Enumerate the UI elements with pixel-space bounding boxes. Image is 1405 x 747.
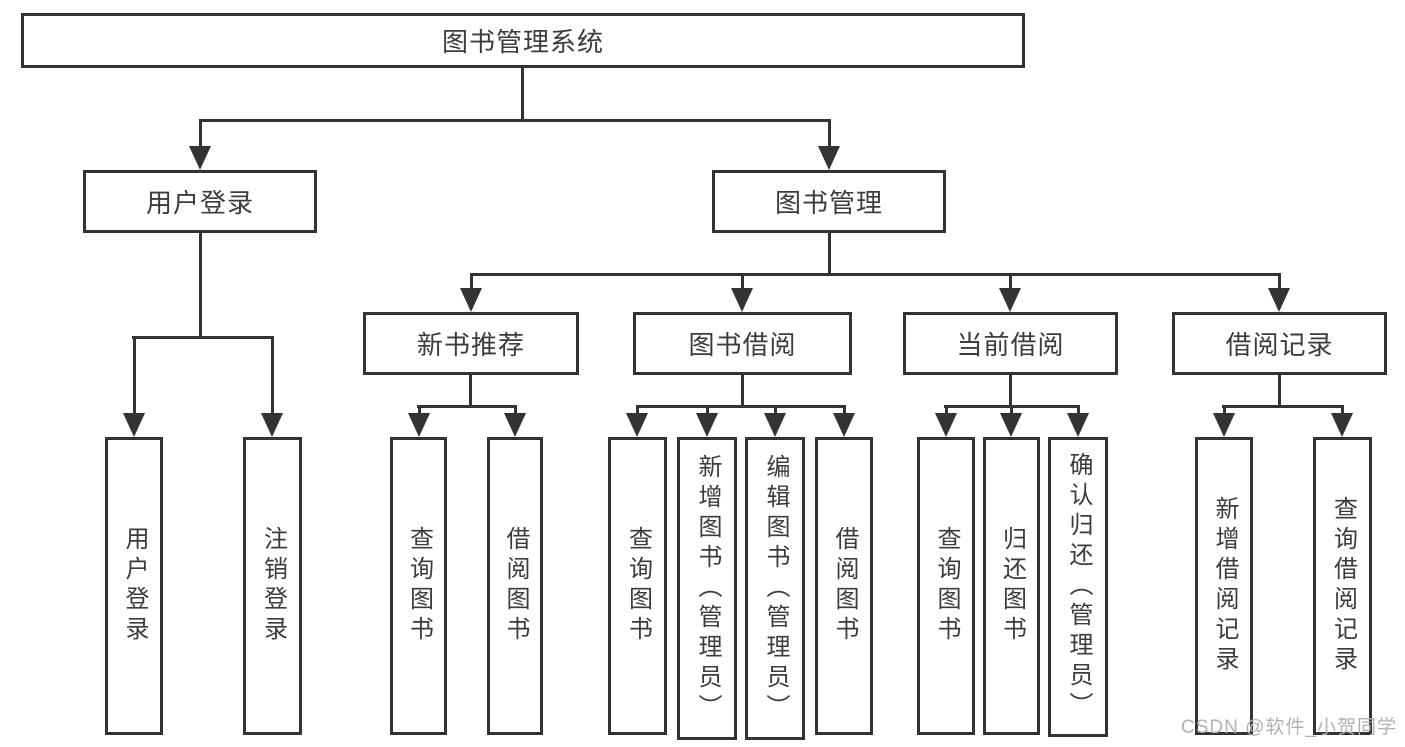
arrow-down-icon: [123, 336, 145, 437]
leaf-add-books-admin: 新增图书（管理员）: [677, 437, 737, 740]
node-label: 用户登录: [145, 188, 254, 218]
arrow-down-icon: [935, 405, 957, 437]
node-label: 图书管理: [774, 188, 883, 218]
node-book-borrow: 图书借阅: [633, 312, 852, 375]
leaf-borrow-query-books: 查询图书: [608, 437, 667, 735]
connector-mgmt-stem: [828, 231, 831, 276]
arrow-down-icon: [1213, 405, 1235, 437]
arrow-down-icon: [261, 336, 283, 437]
connector-records-split: [1222, 405, 1344, 408]
arrow-down-icon: [1000, 405, 1022, 437]
node-current-borrow: 当前借阅: [903, 312, 1118, 375]
leaf-edit-books-admin: 编辑图书（管理员）: [745, 437, 805, 740]
node-label: 查询图书: [933, 526, 960, 646]
arrow-down-icon: [189, 119, 211, 170]
arrow-down-icon: [833, 405, 855, 437]
arrow-down-icon: [818, 119, 840, 170]
leaf-recommend-query-books: 查询图书: [390, 437, 447, 735]
node-label: 查询借阅记录: [1329, 496, 1357, 676]
node-label: 查询图书: [405, 526, 433, 646]
node-label: 确认归还（管理员）: [1065, 452, 1092, 722]
node-label: 新增图书（管理员）: [694, 453, 721, 724]
arrow-down-icon: [764, 405, 786, 437]
leaf-borrow-books: 借阅图书: [815, 437, 873, 735]
node-label: 借阅图书: [831, 526, 858, 646]
connector-recommend-split: [417, 405, 517, 408]
connector-borrow-split: [636, 405, 846, 408]
arrow-down-icon: [999, 273, 1021, 312]
connector-recommend-stem: [469, 373, 472, 408]
leaf-recommend-borrow-books: 借阅图书: [487, 437, 543, 735]
node-root-system: 图书管理系统: [21, 13, 1025, 68]
leaf-logout: 注销登录: [243, 437, 302, 735]
connector-mgmt-split: [470, 273, 1281, 276]
node-label: 借阅图书: [502, 526, 529, 646]
node-label: 新书推荐: [416, 330, 525, 360]
node-label: 借阅记录: [1225, 330, 1334, 360]
node-label: 图书借阅: [688, 330, 797, 360]
connector-borrow-stem: [741, 373, 744, 408]
node-label: 新增借阅记录: [1211, 496, 1238, 676]
leaf-add-borrow-record: 新增借阅记录: [1195, 437, 1253, 735]
watermark-text: CSDN @软件_小贺同学: [1181, 717, 1397, 738]
connector-current-stem: [1009, 373, 1012, 408]
leaf-confirm-return-admin: 确认归还（管理员）: [1048, 437, 1108, 737]
node-borrow-records: 借阅记录: [1172, 312, 1387, 375]
connector-user-stem: [199, 231, 202, 339]
arrow-down-icon: [731, 273, 753, 312]
node-user-login: 用户登录: [83, 170, 317, 233]
arrow-down-icon: [1067, 405, 1089, 437]
node-new-book-recommend: 新书推荐: [363, 312, 579, 375]
leaf-current-query-books: 查询图书: [917, 437, 975, 735]
node-label: 图书管理系统: [441, 27, 604, 57]
arrow-down-icon: [408, 405, 430, 437]
connector-records-stem: [1278, 373, 1281, 408]
arrow-down-icon: [1268, 273, 1290, 312]
arrow-down-icon: [1331, 405, 1353, 437]
node-label: 注销登录: [259, 526, 287, 646]
arrow-down-icon: [626, 405, 648, 437]
leaf-user-login: 用户登录: [105, 437, 163, 735]
node-label: 用户登录: [121, 526, 148, 646]
arrow-down-icon: [460, 273, 482, 312]
node-label: 查询图书: [624, 526, 652, 646]
connector-root-stem: [521, 66, 524, 119]
connector-root-split: [199, 119, 831, 122]
arrow-down-icon: [504, 405, 526, 437]
connector-user-split: [132, 336, 274, 339]
node-label: 归还图书: [998, 526, 1026, 646]
leaf-query-borrow-record: 查询借阅记录: [1313, 437, 1372, 735]
node-label: 编辑图书（管理员）: [762, 453, 789, 724]
arrow-down-icon: [696, 405, 718, 437]
node-book-management: 图书管理: [712, 170, 946, 233]
leaf-return-books: 归还图书: [983, 437, 1040, 735]
node-label: 当前借阅: [956, 330, 1065, 360]
